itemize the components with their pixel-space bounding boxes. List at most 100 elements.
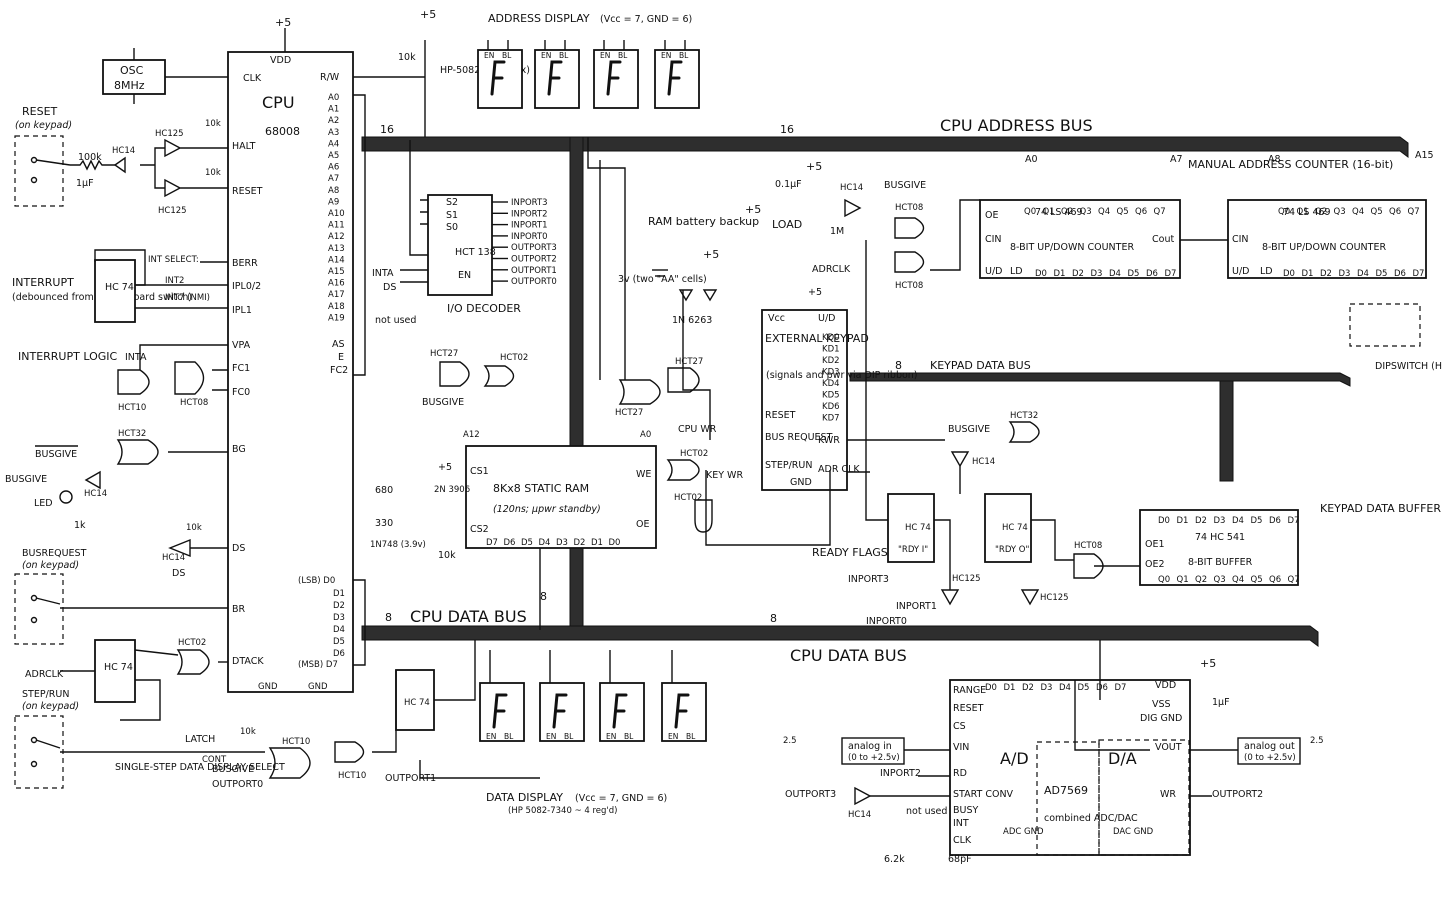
rw-r10k: 10k [398,52,416,63]
adc-dacgnd: DAC GND [1113,827,1154,837]
adc-d3: D3 [1041,683,1053,693]
digit-bl: BL [559,51,569,60]
hct138-label: HCT 138 [455,247,496,258]
digit-f-glyph [492,693,508,729]
decoder-out-outport1: OUTPORT1 [511,266,557,276]
address-display-title: ADDRESS DISPLAY [488,12,590,25]
outport0-label-step: OUTPORT0 [212,779,263,790]
battery-label: 3v (two "AA" cells) [618,274,707,285]
counter-high-q3: Q3 [1334,207,1346,217]
sram-cs1: CS1 [470,466,489,477]
cpu-pin-d6: D6 [333,649,345,659]
cpu-pin-a12: A12 [328,232,345,242]
sram-pin-d4: D4 [539,538,551,548]
buffer-part: 74 HC 541 [1195,532,1245,543]
sram-plus5: +5 [438,462,452,473]
sram-pin-d7: D7 [486,538,498,548]
sram-pin-d0: D0 [609,538,621,548]
busgive-decoder: BUSGIVE [422,397,464,408]
cpu-pin-d3: D3 [333,613,345,623]
adc-cs: CS [953,721,966,732]
digit-bl: BL [679,51,689,60]
sram-group: 8Kx8 STATIC RAM (120ns; µpwr standby) CS… [370,357,743,603]
keypad-pin-kd4: KD4 [822,379,840,389]
sram-pin-d6: D6 [504,538,516,548]
digit-bl: BL [502,51,512,60]
sram-hct02: HCT02 [680,449,708,459]
digit-en: EN [668,732,678,741]
ready-hct32: HCT32 [1010,411,1038,421]
keypad-pin-kd6: KD6 [822,402,840,412]
cpu-d0-pin: (LSB) D0 [298,576,335,586]
keypad-kwr: KWR [818,435,840,446]
counter-low-q1: Q1 [1043,207,1055,217]
counter-low-q7: Q7 [1154,207,1166,217]
adc-diggnd: DIG GND [1140,713,1182,724]
cpu-address-bus-label: CPU ADDRESS BUS [940,116,1093,135]
cpu-pin-a5: A5 [328,151,339,161]
buffer-q2: Q2 [1195,575,1207,585]
buffer-d4: D4 [1232,516,1244,526]
cpu-title: CPU [262,93,295,112]
int2-label: INT2 [165,276,184,286]
ready-hc125b: HC125 [1040,593,1069,603]
int-hct08: HCT08 [180,398,208,408]
inport1-ready: INPORT1 [896,601,937,612]
ready-flags-group: BUSGIVE HCT32 HC14 HC 74 "RDY I" HC 74 "… [812,411,1069,627]
adc-c1uf: 1µF [1212,697,1230,708]
adc-notused: not used [906,806,947,817]
counter-high-desc: 8-BIT UP/DOWN COUNTER [1262,242,1386,253]
digit-frame [599,682,645,742]
dtack-hc74: HC 74 [104,662,133,673]
cpu-pin-a19: A19 [328,313,345,323]
counter-hct08b: HCT08 [895,281,923,291]
digit-f-glyph [667,60,683,96]
analog-in-v25: 2.5 [783,736,797,746]
sram-hct02-lbl: HCT02 [674,493,702,503]
ram-battery-group: RAM battery backup 3v (two "AA" cells) 1… [618,215,759,326]
counter-low-ud: U/D [985,266,1002,277]
sram-we: WE [636,469,651,480]
adrclk-counter: ADRCLK [812,264,851,275]
bus-width-8b: 8 [770,612,777,625]
buffer-d0: D0 [1158,516,1170,526]
counter-low-cout: Cout [1152,234,1174,245]
cpu-data-bus-label-left: CPU DATA BUS [410,607,527,626]
digit-f-glyph [674,693,690,729]
digit-bl: BL [564,732,574,741]
sram-bus-width: 8 [540,590,547,603]
decoder-outputs: INPORT3INPORT2INPORT1INPORT0OUTPORT3OUTP… [492,198,557,287]
cpu-pin-a3: A3 [328,128,339,138]
cpu-reset-pin: RESET [232,186,263,197]
cpu-fc2-pin: FC2 [330,365,348,376]
adc-adcgnd: ADC GND [1003,827,1044,837]
interrupt-group: INTERRUPT (debounced from bread-board sw… [12,255,228,413]
buffer-q4: Q4 [1232,575,1244,585]
digit-f-glyph [552,693,568,729]
transistor-label: 2N 3906 [434,485,470,495]
counter-high-q4: Q4 [1352,207,1364,217]
cpu-clk-pin: CLK [243,73,262,84]
led-label: LED [34,498,53,509]
address-display-group: ADDRESS DISPLAY (Vcc = 7, GND = 6) HP-50… [398,8,700,109]
sram-a12: A12 [463,430,480,440]
load-c01uf: 0.1µF [775,179,802,190]
adc-desc: combined ADC/DAC [1044,813,1138,824]
buffer-d2: D2 [1195,516,1207,526]
adc-d4: D4 [1059,683,1071,693]
wiring [94,40,1238,797]
keypad-steprun: STEP/RUN [765,460,812,471]
oscillator-8mhz: OSC 8MHz [102,48,228,104]
digit-bl: BL [686,732,696,741]
digit-en: EN [541,51,551,60]
load-label: LOAD [772,218,802,231]
cpu-pin-a15: A15 [328,267,345,277]
sram-a0: A0 [640,430,651,440]
cpu-pin-a1: A1 [328,105,339,115]
